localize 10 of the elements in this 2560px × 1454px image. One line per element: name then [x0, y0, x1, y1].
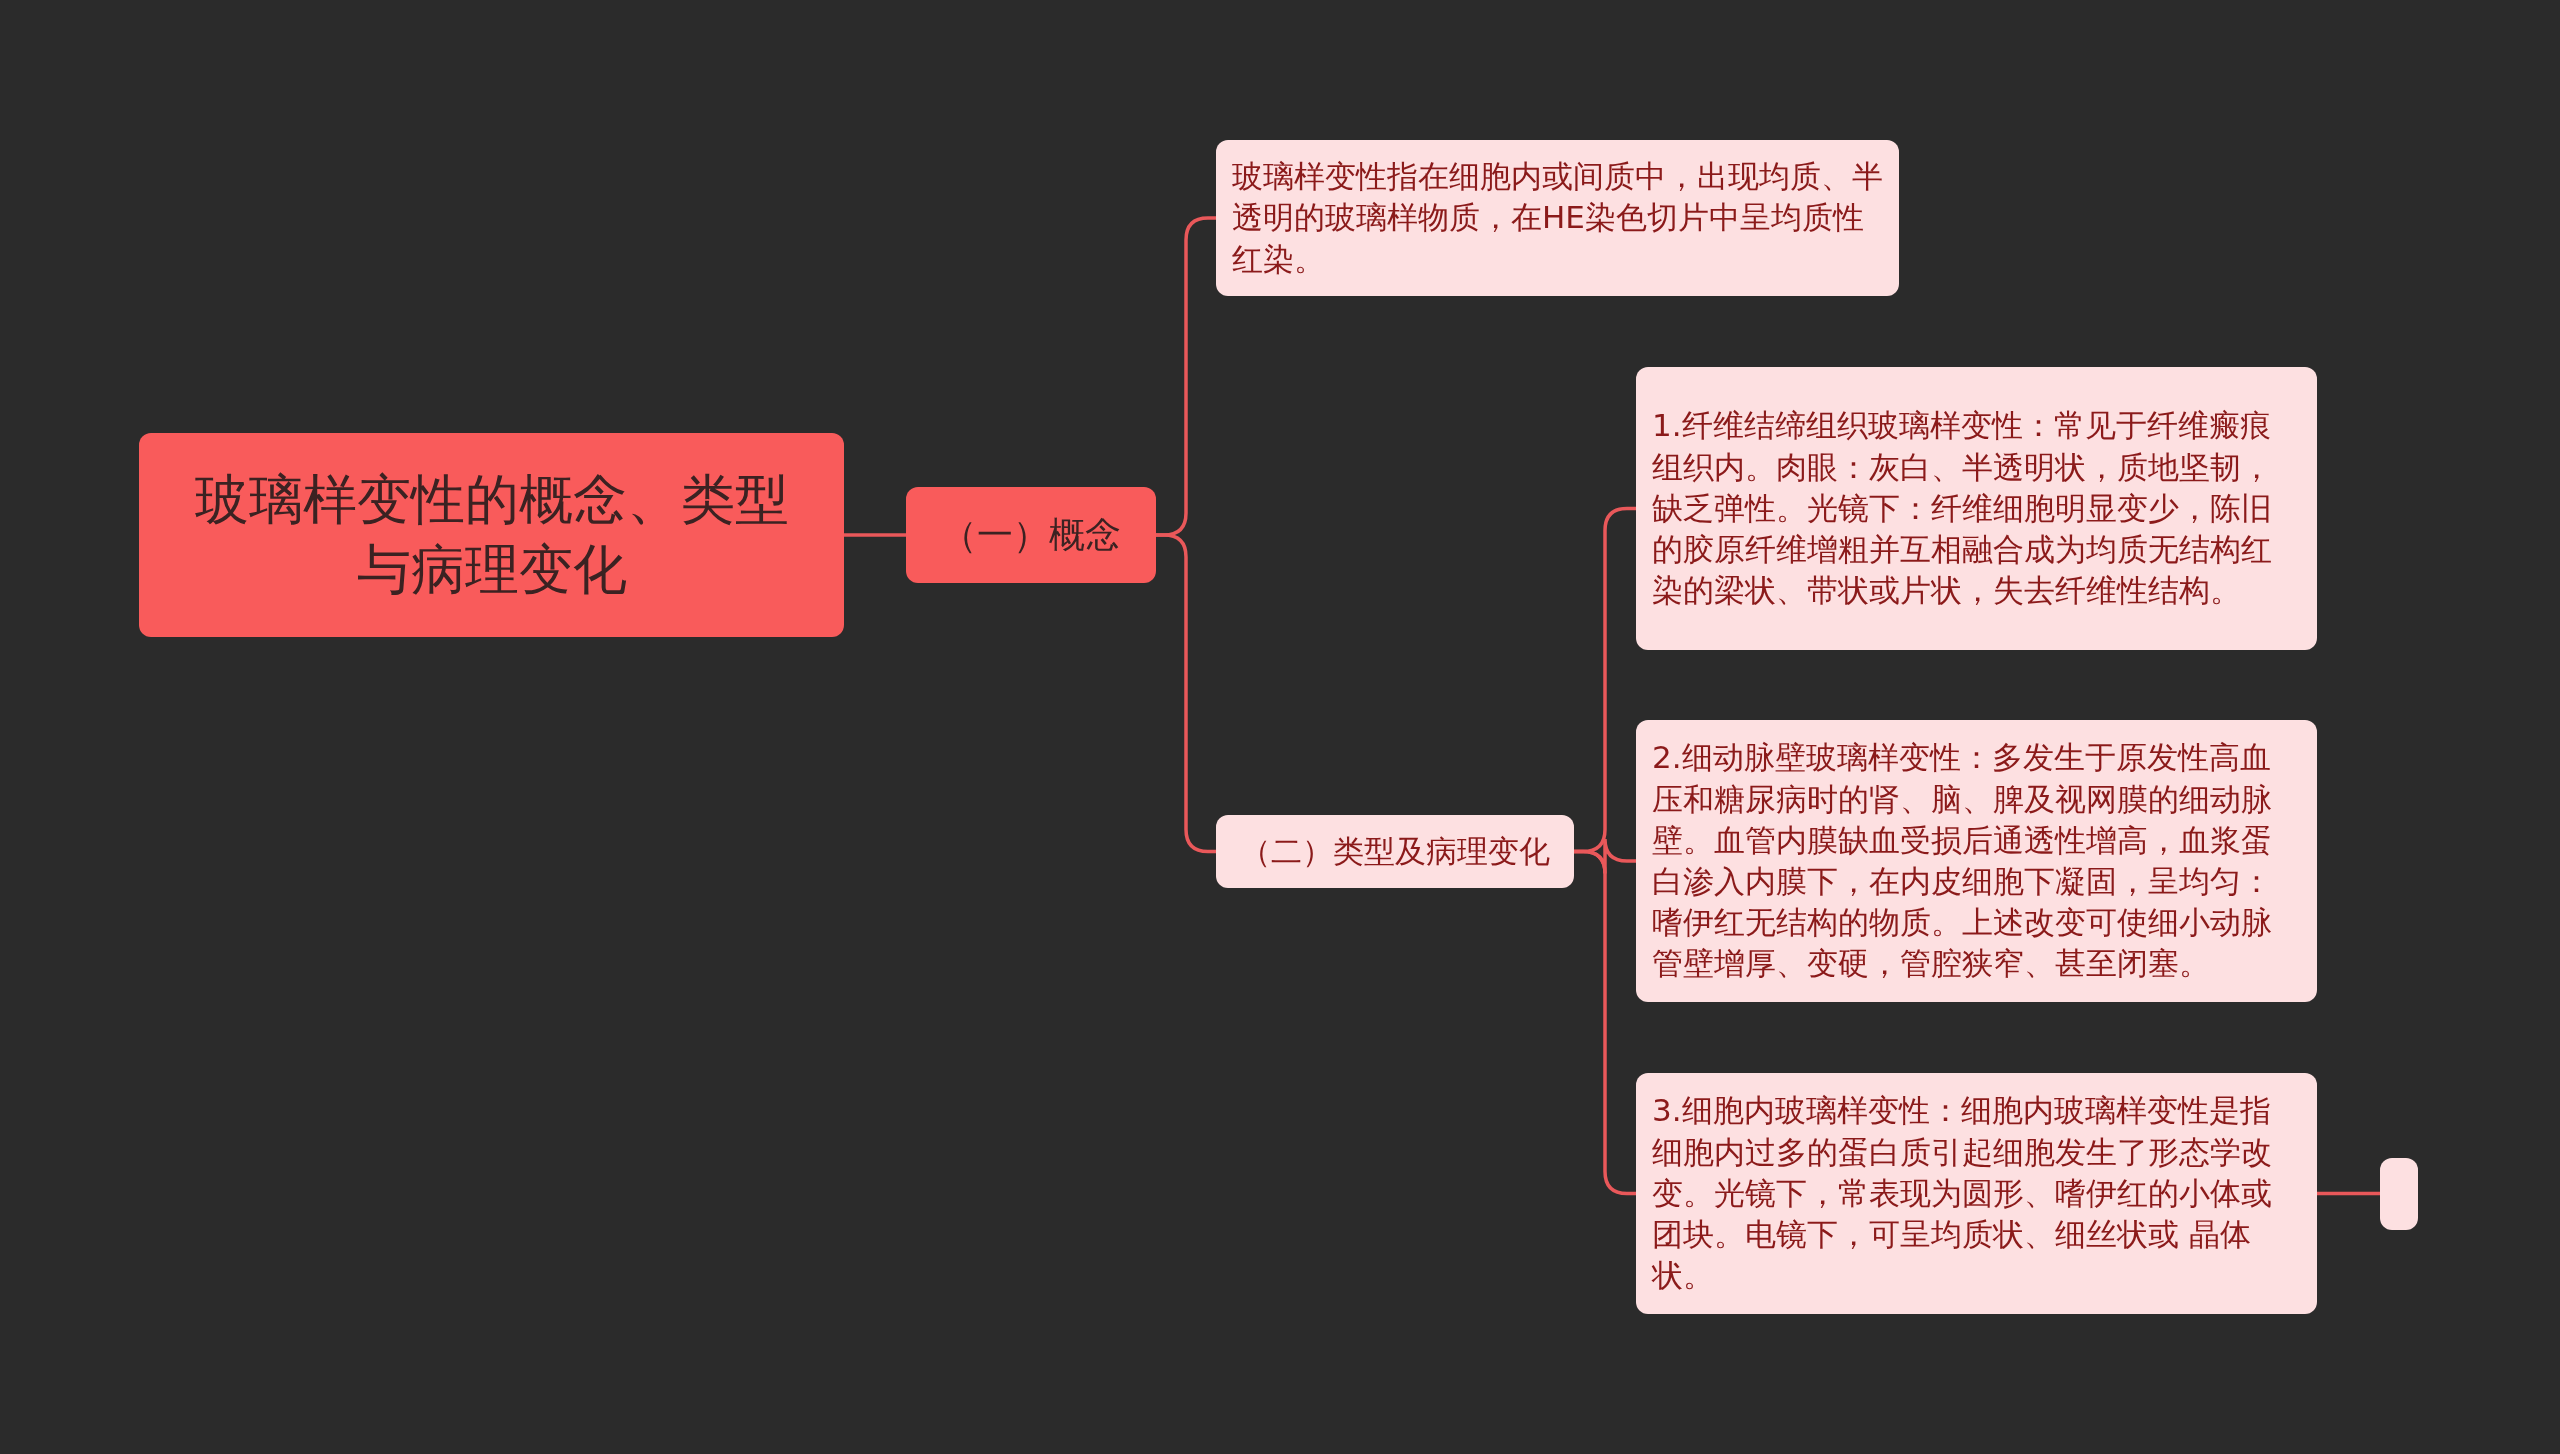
connector-line: [844, 533, 906, 537]
note-box: 玻璃样变性指在细胞内或间质中，出现均质、半透明的玻璃样物质，在HE染色切片中呈均质性红染。: [1216, 140, 1899, 296]
note-box: 1.纤维结缔组织玻璃样变性：常见于纤维瘢痕组织内。肉眼：灰白、半透明状，质地坚韧，缺乏弹性。光镜下：纤维细胞明显变少，陈旧的胶原纤维增粗并互相融合成为均质无结构红染的梁状、带状或片状，失去纤维性结构。: [1636, 367, 2317, 650]
note-box: 3.细胞内玻璃样变性：细胞内玻璃样变性是指细胞内过多的蛋白质引起细胞发生了形态学改变。光镜下，常表现为圆形、嗜伊红的小体或团块。电镜下，可呈均质状、细丝状或 晶体状。: [1636, 1073, 2317, 1314]
empty-topic-box: [2380, 1158, 2418, 1230]
connector-line: [2317, 1191, 2380, 1196]
root-topic-box: 玻璃样变性的概念、类型与病理变化: [139, 433, 844, 637]
topic-box: （一）概念: [906, 487, 1156, 583]
note-box: 2.细动脉壁玻璃样变性：多发生于原发性高血压和糖尿病时的肾、脑、脾及视网膜的细动脉壁。血管内膜缺血受损后通透性增高，血浆蛋白渗入内膜下，在内皮细胞下凝固，呈均匀：嗜伊红无结构的物质。上述改变可使细小动脉管壁增厚、变硬，管腔狭窄、甚至闭塞。: [1636, 720, 2317, 1002]
subtopic-box: （二）类型及病理变化: [1216, 815, 1574, 888]
